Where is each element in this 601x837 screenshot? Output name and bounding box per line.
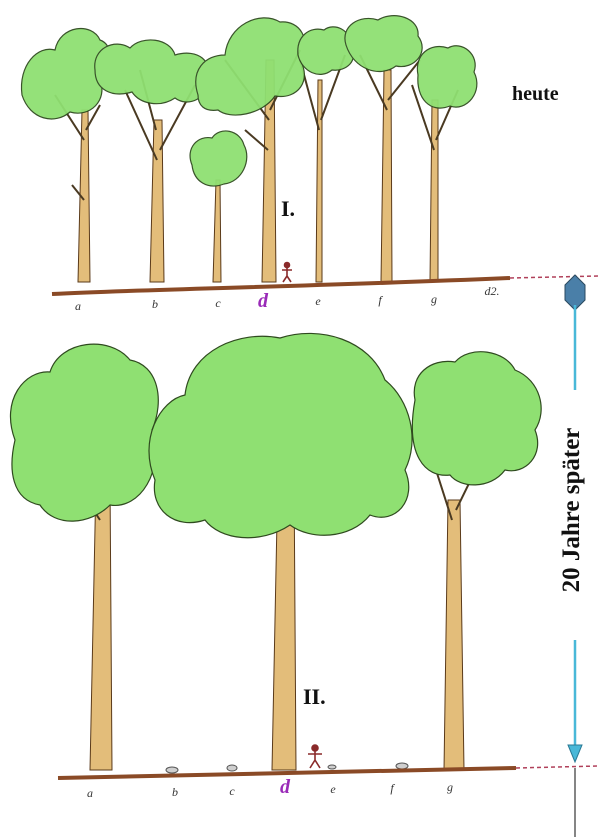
tree-label-bottom: e bbox=[330, 782, 335, 797]
tree-g-crown bbox=[417, 46, 476, 108]
tree-label-bottom: b bbox=[172, 785, 178, 800]
dashed-extension-today bbox=[510, 276, 598, 278]
tree-label-top-highlight: d bbox=[258, 290, 268, 313]
tree-label-bottom: g bbox=[447, 780, 453, 795]
stage-one-label: I. bbox=[281, 196, 295, 222]
tree-label-top: d2. bbox=[485, 284, 500, 299]
tree-g-big-trunk bbox=[444, 500, 464, 770]
label-today: heute bbox=[512, 83, 559, 106]
tree-label-bottom-highlight: d bbox=[280, 776, 290, 799]
person-figure-top bbox=[282, 263, 292, 283]
tree-label-bottom: c bbox=[229, 784, 234, 799]
label-later: 20 Jahre später bbox=[558, 428, 586, 593]
tree-label-bottom: f bbox=[390, 781, 393, 796]
tree-b-crown bbox=[95, 40, 208, 104]
tree-c-crown bbox=[190, 131, 247, 186]
tree-g-big-crown bbox=[412, 352, 541, 485]
tree-label-bottom: a bbox=[87, 786, 93, 801]
arrow-head bbox=[568, 745, 582, 762]
tree-f-crown bbox=[345, 16, 422, 72]
tree-d-big-crown bbox=[149, 333, 412, 537]
dashed-extension-later bbox=[516, 766, 598, 768]
tree-a-big-trunk bbox=[90, 480, 112, 770]
tree-d-crown bbox=[196, 18, 305, 115]
scene-later bbox=[10, 333, 598, 778]
tree-label-top: f bbox=[378, 293, 381, 308]
tree-a-big-crown bbox=[10, 344, 158, 521]
arrow-fletching bbox=[565, 275, 585, 310]
scene-today bbox=[21, 16, 598, 294]
tree-label-top: e bbox=[315, 294, 320, 309]
tree-label-top: b bbox=[152, 297, 158, 312]
crowns-later bbox=[10, 333, 541, 537]
tree-e-trunk bbox=[316, 80, 322, 282]
tree-c-trunk bbox=[213, 180, 221, 282]
person-figure-bottom bbox=[308, 745, 322, 768]
tree-label-top: a bbox=[75, 299, 81, 314]
tree-g-trunk bbox=[430, 100, 438, 282]
tree-label-top: c bbox=[215, 296, 220, 311]
stage-two-label: II. bbox=[303, 684, 326, 710]
crowns-today bbox=[21, 16, 476, 186]
tree-label-top: g bbox=[431, 292, 437, 307]
ground-line-today bbox=[52, 278, 510, 294]
tree-b-trunk bbox=[150, 120, 164, 282]
